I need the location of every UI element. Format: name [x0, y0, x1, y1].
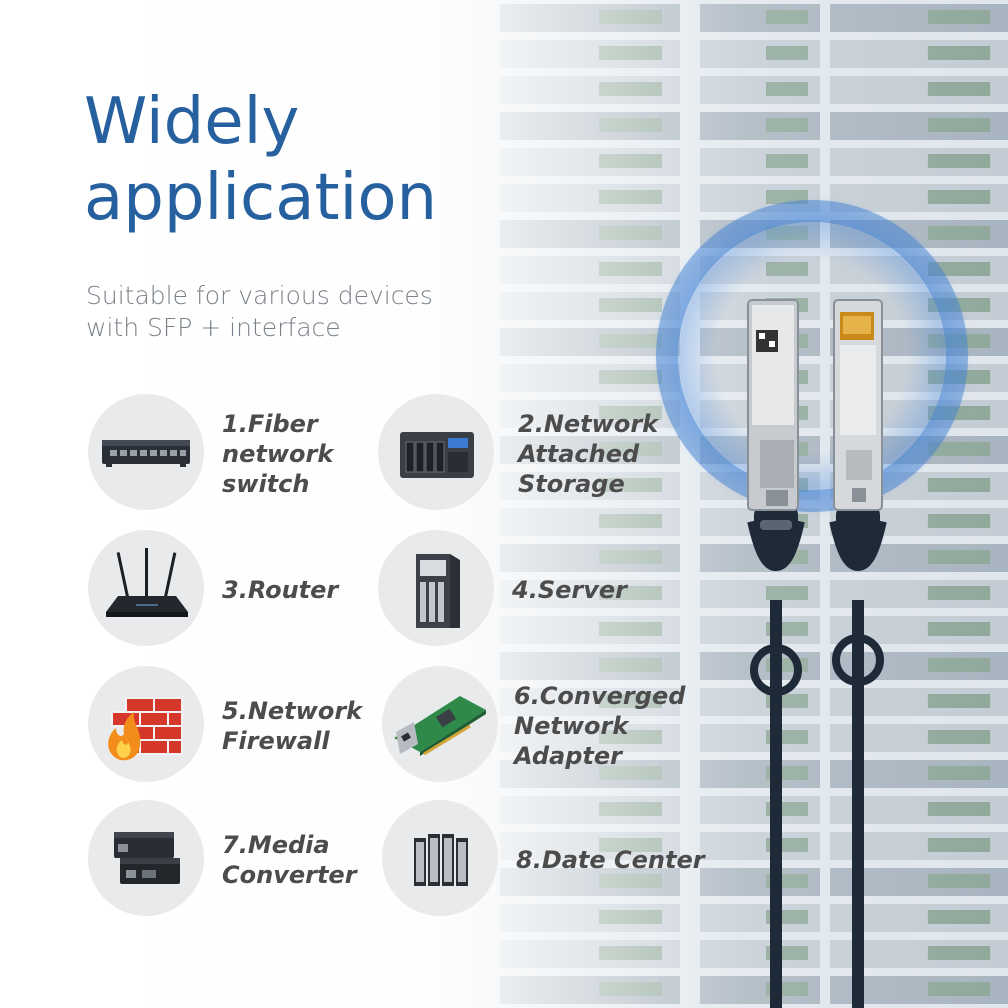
item-label: 6.Converged Network Adapter — [514, 682, 686, 770]
application-item-data-center: 8.Date Center — [382, 800, 705, 920]
icon-circle — [378, 394, 494, 510]
item-label: 1.Fiber network switch — [222, 410, 334, 498]
nas-icon — [400, 432, 474, 478]
icon-circle — [88, 800, 204, 916]
data-center-icon — [414, 834, 468, 886]
application-item-router: 3.Router — [88, 530, 388, 650]
application-item-nas: 2.Network Attached Storage — [378, 394, 678, 514]
application-item-media-converter: 7.Media Converter — [88, 800, 388, 920]
application-item-server: 4.Server — [378, 530, 678, 650]
network-adapter-card-icon — [394, 696, 486, 756]
application-item-switch: 1.Fiber network switch — [88, 394, 388, 514]
router-icon — [106, 548, 188, 617]
page-title: Widely application — [84, 84, 437, 236]
sfp-module-right — [829, 299, 887, 1008]
icon-circle — [378, 530, 494, 646]
server-tower-icon — [416, 554, 460, 628]
item-label: 4.Server — [512, 576, 627, 604]
icon-circle — [382, 800, 498, 916]
firewall-icon — [108, 697, 183, 761]
application-item-adapter: 6.Converged Network Adapter — [382, 666, 685, 786]
icon-circle — [88, 530, 204, 646]
item-label: 2.Network Attached Storage — [518, 410, 659, 498]
network-switch-icon — [102, 440, 190, 467]
icon-circle — [88, 394, 204, 510]
subtitle: Suitable for various devices with SFP + … — [86, 281, 433, 342]
item-label: 3.Router — [222, 576, 339, 604]
media-converter-icon — [114, 832, 180, 884]
item-label: 7.Media Converter — [222, 831, 357, 889]
icon-circle — [88, 666, 204, 782]
application-item-firewall: 5.Network Firewall — [88, 666, 388, 786]
item-label: 8.Date Center — [516, 846, 705, 874]
sfp-module-left — [747, 299, 805, 1008]
icon-circle — [382, 666, 498, 782]
title-line-2: application — [84, 161, 438, 235]
title-line-1: Widely — [84, 85, 300, 159]
item-label: 5.Network Firewall — [222, 697, 363, 755]
